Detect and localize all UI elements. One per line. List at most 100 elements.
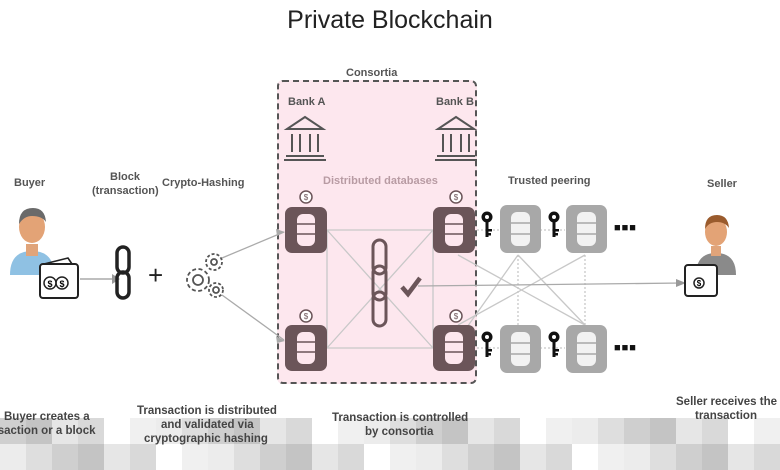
mosaic-tile — [312, 444, 338, 470]
mosaic-tile — [676, 418, 702, 444]
mosaic-tile — [104, 418, 130, 444]
mosaic-tile — [286, 418, 312, 444]
mosaic-tile — [26, 418, 52, 444]
mosaic-tile — [338, 444, 364, 470]
hash-to-bank-a-bottom-line — [221, 294, 285, 341]
check-icon — [400, 276, 422, 298]
consortia-label: Consortia — [346, 67, 398, 79]
mosaic-tile — [546, 444, 572, 470]
mosaic-tile — [754, 418, 780, 444]
svg-text:$: $ — [697, 279, 702, 288]
key-icon — [481, 331, 493, 357]
hashing-caption-line3: cryptographic hashing — [144, 433, 268, 445]
mosaic-tile — [182, 444, 208, 470]
mosaic-tile — [182, 418, 208, 444]
consortia-caption-line1: Transaction is controlled — [332, 412, 469, 424]
block-chain-link-icon — [115, 245, 131, 300]
block-label-line1: Block — [110, 171, 140, 183]
mosaic-tile — [130, 418, 156, 444]
buyer-caption-line1: Buyer creates a — [4, 411, 90, 423]
mosaic-tile — [338, 418, 364, 444]
mosaic-tile — [286, 444, 312, 470]
consortia-chain-icon — [371, 238, 388, 328]
bank-a-icon — [283, 115, 327, 161]
mosaic-tile — [598, 444, 624, 470]
consortia-database-b-bottom-icon: $ — [433, 309, 475, 371]
mosaic-tile — [520, 444, 546, 470]
hashing-caption-line1: Transaction is distributed — [137, 405, 277, 417]
block-label-line2: (transaction) — [92, 185, 159, 197]
seller-label: Seller — [707, 178, 737, 190]
more-peers-ellipsis-bottom: ■■■ — [614, 342, 637, 354]
mosaic-tile — [234, 418, 260, 444]
mosaic-tile — [364, 444, 390, 470]
consortia-database-a-top-icon: $ — [285, 190, 327, 253]
trusted-peering-label: Trusted peering — [508, 175, 591, 187]
mosaic-tile — [754, 444, 780, 470]
peer-database-icon — [500, 205, 541, 253]
mosaic-tile — [728, 418, 754, 444]
mosaic-tile — [702, 418, 728, 444]
plus-sign: + — [148, 260, 164, 290]
mosaic-tile — [494, 418, 520, 444]
mosaic-tile — [728, 444, 754, 470]
arrowhead-icon — [676, 279, 686, 287]
mosaic-tile — [260, 444, 286, 470]
mosaic-tile — [312, 418, 338, 444]
hashing-caption-line2: and validated via — [161, 419, 254, 431]
mosaic-tile — [78, 444, 104, 470]
key-icon — [548, 211, 560, 237]
more-peers-ellipsis-top: ■■■ — [614, 222, 637, 234]
buyer-caption-line2: transaction or a block — [0, 425, 96, 437]
peer-database-icon — [566, 325, 607, 373]
mosaic-tile — [260, 418, 286, 444]
svg-text:$: $ — [304, 193, 309, 202]
svg-text:$: $ — [47, 279, 52, 289]
mosaic-tile — [0, 418, 26, 444]
seller-caption-line1: Seller receives the — [676, 396, 778, 408]
mosaic-tile — [442, 444, 468, 470]
arrowhead-icon — [276, 229, 285, 236]
bank-a-label: Bank A — [288, 96, 326, 108]
mosaic-tile — [390, 418, 416, 444]
crypto-hashing-label: Crypto-Hashing — [162, 177, 245, 189]
mosaic-tile — [572, 418, 598, 444]
seller-caption-line2: transaction — [695, 410, 757, 422]
mosaic-tile — [650, 418, 676, 444]
buyer-wallet-icon: $ $ — [39, 257, 79, 299]
arrowhead-icon — [276, 336, 285, 343]
diagram-title: Private Blockchain — [287, 6, 493, 34]
mosaic-tile — [104, 444, 130, 470]
svg-text:$: $ — [454, 193, 459, 202]
pixelated-band — [0, 418, 780, 470]
mosaic-tile — [546, 418, 572, 444]
mosaic-tile — [364, 418, 390, 444]
svg-text:$: $ — [304, 312, 309, 321]
consortia-caption-line2: by consortia — [365, 426, 434, 438]
mosaic-tile — [624, 444, 650, 470]
mosaic-tile — [702, 444, 728, 470]
mosaic-tile — [624, 418, 650, 444]
distributed-databases-label: Distributed databases — [323, 175, 438, 187]
crypto-hashing-gears-icon — [186, 253, 224, 298]
seller-wallet-icon: $ — [684, 264, 718, 297]
mosaic-tile — [416, 444, 442, 470]
mosaic-tile — [52, 418, 78, 444]
bank-b-icon — [434, 115, 478, 161]
consortia-database-a-bottom-icon: $ — [285, 309, 327, 371]
mosaic-tile — [156, 444, 182, 470]
mosaic-tile — [520, 418, 546, 444]
mosaic-tile — [650, 444, 676, 470]
mosaic-tile — [0, 444, 26, 470]
svg-text:$: $ — [59, 279, 64, 289]
peer-database-icon — [500, 325, 541, 373]
mosaic-tile — [78, 418, 104, 444]
mosaic-tile — [234, 444, 260, 470]
mosaic-tile — [598, 418, 624, 444]
mosaic-tile — [390, 444, 416, 470]
mosaic-tile — [208, 418, 234, 444]
consortia-database-b-top-icon: $ — [433, 190, 475, 253]
peer-database-icon — [566, 205, 607, 253]
bank-b-label: Bank B — [436, 96, 474, 108]
